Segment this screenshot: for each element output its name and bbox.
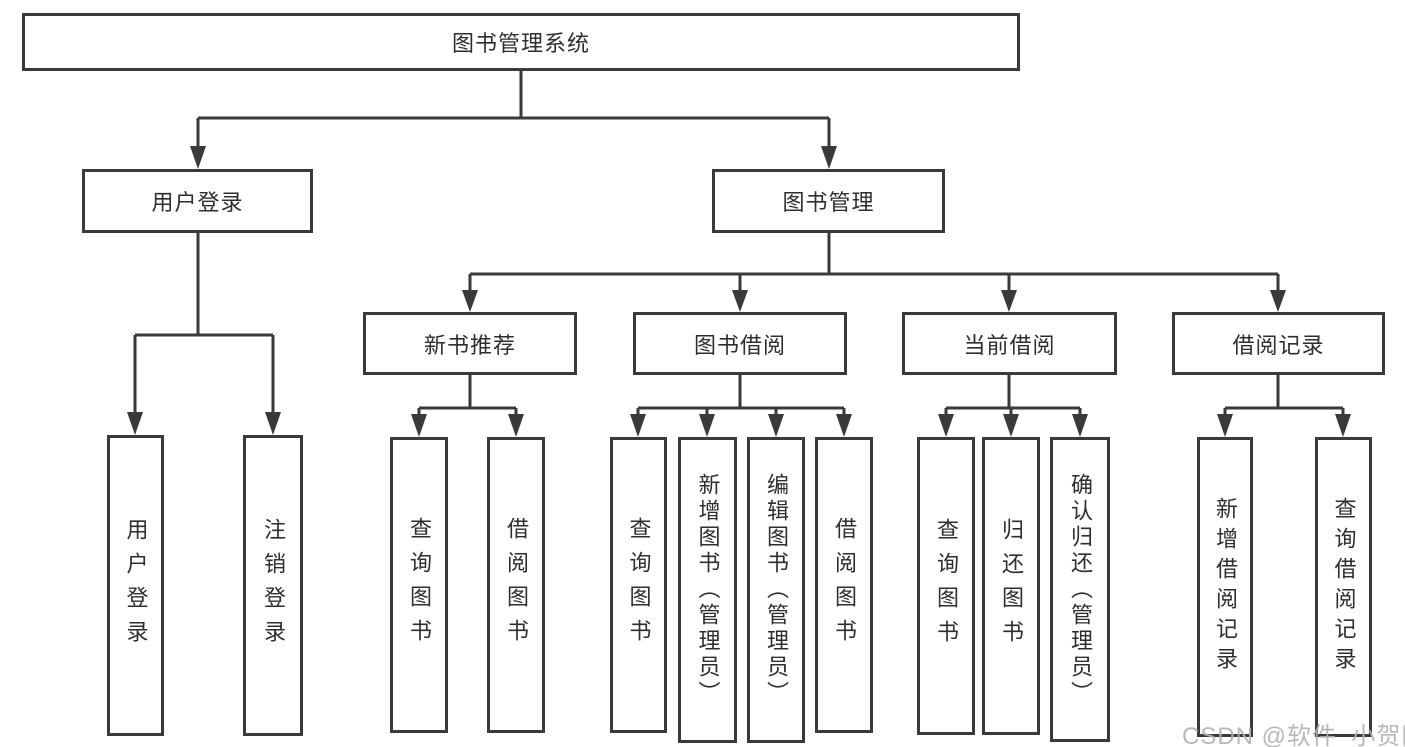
leaf-add-borrow-record: 新增借阅记录 (1197, 437, 1253, 737)
node-root: 图书管理系统 (22, 13, 1020, 71)
leaf-logout: 注销登录 (243, 435, 303, 736)
connector-current-borrow-children (938, 375, 1088, 437)
leaf-query-borrow-record: 查询借阅记录 (1315, 437, 1372, 737)
leaf-confirm-return-admin: 确认归还（管理员） (1050, 437, 1110, 742)
connector-user-login-children (127, 233, 281, 435)
leaf-query-borrow-record-label: 查询借阅记录 (1331, 497, 1357, 677)
leaf-add-books-admin-label: 新增图书（管理员） (695, 473, 721, 707)
node-borrow-record: 借阅记录 (1172, 312, 1385, 375)
leaf-query-books-borrow: 查询图书 (610, 437, 667, 733)
arrow-down-icon (630, 414, 646, 437)
node-new-book-recommend: 新书推荐 (363, 312, 577, 375)
arrow-down-icon (1270, 290, 1286, 312)
leaf-return-books: 归还图书 (982, 437, 1040, 735)
connector-root-to-level2 (190, 70, 837, 169)
leaf-query-books-recommend-label: 查询图书 (407, 517, 432, 653)
arrow-down-icon (938, 414, 954, 437)
connector-new-rec-children (411, 375, 524, 437)
arrow-down-icon (265, 412, 281, 435)
node-borrow-record-label: 借阅记录 (1232, 332, 1325, 358)
node-book-management-label: 图书管理 (782, 190, 875, 215)
node-new-book-recommend-label: 新书推荐 (423, 332, 516, 358)
leaf-borrow-books: 借阅图书 (815, 437, 873, 733)
arrow-down-icon (1001, 290, 1017, 312)
arrow-down-icon (821, 146, 837, 169)
leaf-add-books-admin: 新增图书（管理员） (678, 437, 737, 743)
leaf-add-borrow-record-label: 新增借阅记录 (1213, 497, 1238, 677)
arrow-down-icon (699, 414, 715, 437)
csdn-watermark: CSDN @软件_小贺同学 (1182, 723, 1405, 747)
node-user-login: 用户登录 (82, 169, 313, 233)
node-book-borrow-label: 图书借阅 (693, 332, 786, 358)
leaf-return-books-label: 归还图书 (999, 518, 1024, 654)
connector-borrow-record-children (1217, 375, 1351, 437)
arrow-down-icon (1217, 414, 1233, 437)
leaf-query-books-current-label: 查询图书 (934, 518, 959, 654)
node-current-borrow-label: 当前借阅 (963, 332, 1056, 358)
leaf-user-login: 用户登录 (107, 435, 164, 736)
arrow-down-icon (1003, 414, 1019, 437)
arrow-down-icon (508, 414, 524, 437)
arrow-down-icon (1072, 414, 1088, 437)
arrow-down-icon (732, 290, 748, 312)
connector-book-borrow-children (630, 375, 852, 437)
leaf-query-books-current: 查询图书 (917, 437, 975, 735)
arrow-down-icon (127, 412, 143, 435)
leaf-borrow-books-label: 借阅图书 (832, 517, 857, 653)
arrow-down-icon (768, 414, 784, 437)
leaf-edit-books-admin-label: 编辑图书（管理员） (764, 473, 789, 707)
node-root-label: 图书管理系统 (451, 31, 590, 56)
arrow-down-icon (836, 414, 852, 437)
arrow-down-icon (190, 146, 206, 169)
node-book-management: 图书管理 (712, 169, 945, 233)
leaf-edit-books-admin: 编辑图书（管理员） (747, 437, 805, 743)
arrow-down-icon (1335, 414, 1351, 437)
leaf-query-books-recommend: 查询图书 (390, 437, 448, 733)
leaf-logout-label: 注销登录 (261, 517, 286, 654)
leaf-borrow-books-recommend: 借阅图书 (487, 437, 545, 733)
leaf-query-books-borrow-label: 查询图书 (626, 517, 652, 653)
leaf-user-login-label: 用户登录 (123, 517, 149, 654)
arrow-down-icon (411, 414, 427, 437)
node-user-login-label: 用户登录 (151, 190, 244, 215)
node-book-borrow: 图书借阅 (633, 312, 847, 375)
leaf-borrow-books-recommend-label: 借阅图书 (504, 517, 529, 653)
arrow-down-icon (462, 290, 478, 312)
leaf-confirm-return-admin-label: 确认归还（管理员） (1068, 472, 1093, 707)
connector-book-mgmt-children (462, 233, 1286, 312)
node-current-borrow: 当前借阅 (902, 312, 1117, 375)
